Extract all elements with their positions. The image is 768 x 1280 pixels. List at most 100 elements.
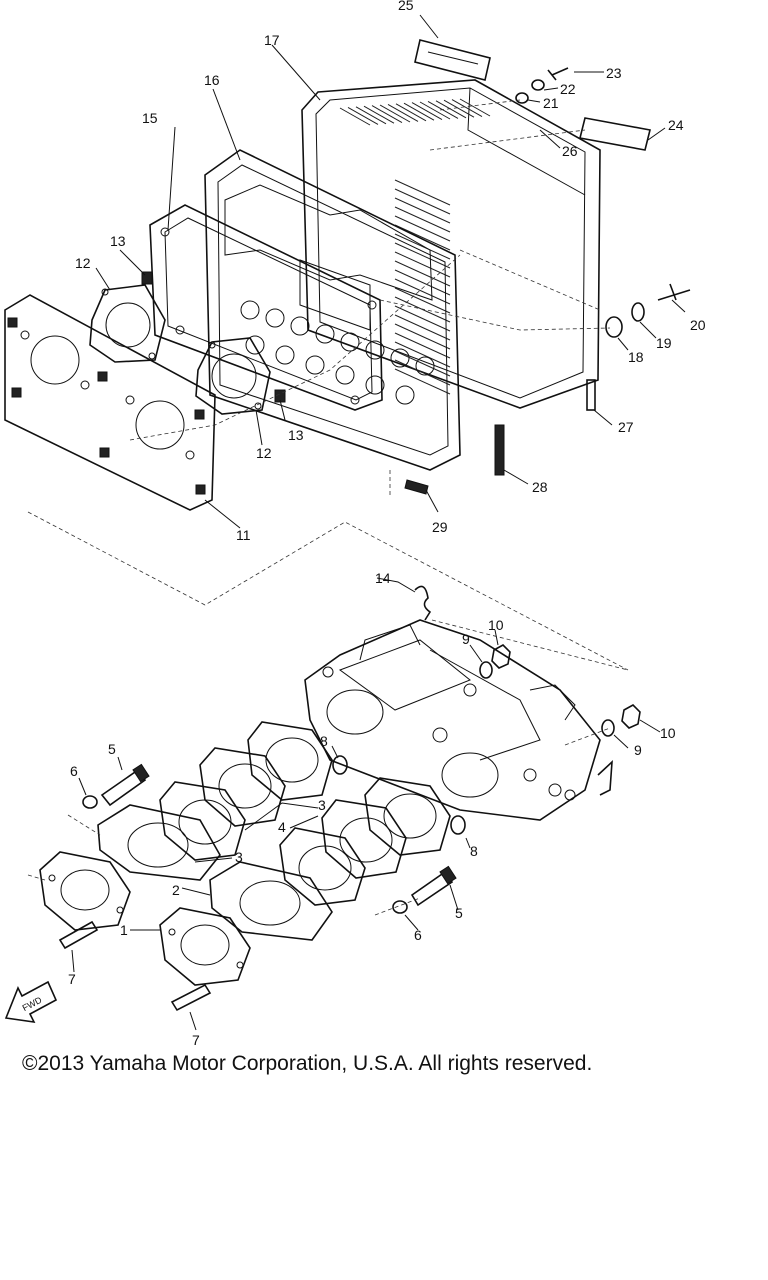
cover-fin <box>394 314 451 341</box>
collar-8-right <box>450 815 466 835</box>
cover-fin <box>394 260 451 287</box>
carburetor-assembly <box>304 619 613 821</box>
cover-fin <box>355 106 387 125</box>
carburetor-joint-2-right <box>209 861 333 941</box>
case-gasket <box>149 204 383 411</box>
label-29: 29 <box>432 519 448 535</box>
label-3-lower: 3 <box>235 849 243 865</box>
label-27: 27 <box>618 419 634 435</box>
label-18: 18 <box>628 349 644 365</box>
label-16: 16 <box>204 72 220 88</box>
cover-fin <box>394 332 451 359</box>
label-24 <box>579 117 651 151</box>
intake-base-plate <box>4 294 216 511</box>
joint-gasket-lower <box>195 337 271 415</box>
label-20: 20 <box>690 317 706 333</box>
label-12-upper: 12 <box>75 255 91 271</box>
bolt-20 <box>657 283 691 301</box>
air-case-plate <box>204 149 461 471</box>
cover-fin <box>394 197 451 224</box>
air-box-cover <box>301 79 601 409</box>
cover-fin <box>394 242 451 269</box>
cover-fin <box>394 341 451 368</box>
cover-fin <box>395 103 427 122</box>
cover-fin <box>394 215 451 242</box>
cover-fin <box>394 206 451 233</box>
filter-element-28 <box>494 424 505 476</box>
label-19: 19 <box>656 335 672 351</box>
cover-fin <box>443 99 475 118</box>
label-10-lower: 10 <box>660 725 676 741</box>
cover-fin <box>411 102 443 121</box>
label-13-upper: 13 <box>110 233 126 249</box>
collar-18 <box>605 316 623 338</box>
label-7-upper: 7 <box>68 971 76 987</box>
washer-9-upper <box>479 661 493 679</box>
label-10-upper: 10 <box>488 617 504 633</box>
label-3-upper: 3 <box>318 797 326 813</box>
label-11: 11 <box>236 527 251 543</box>
washer-6-left <box>82 795 98 809</box>
cover-fin <box>394 233 451 260</box>
washer-6-right <box>392 900 408 914</box>
label-21: 21 <box>543 95 559 111</box>
screw-23 <box>547 67 569 81</box>
carburetor-joint-2-left <box>97 804 221 881</box>
label-17: 17 <box>264 32 280 48</box>
label-1: 1 <box>120 922 128 938</box>
label-6-upper: 6 <box>70 763 78 779</box>
label-5-lower: 5 <box>455 905 463 921</box>
cover-fin <box>371 105 403 124</box>
cover-fin <box>394 287 451 314</box>
label-12-lower: 12 <box>256 445 272 461</box>
cover-fin <box>419 101 451 120</box>
cover-fins-side <box>394 179 451 395</box>
cover-fin <box>394 305 451 332</box>
cover-fins-top <box>339 98 491 126</box>
label-28: 28 <box>532 479 548 495</box>
cover-fin <box>339 107 371 126</box>
exploded-parts-diagram: FWD 25 17 23 22 21 16 15 24 26 13 12 20 … <box>4 0 706 1048</box>
cover-fin <box>451 99 483 118</box>
copyright-notice: ©2013 Yamaha Motor Corporation, U.S.A. A… <box>22 1052 593 1075</box>
cover-fin <box>403 102 435 121</box>
nut-10-lower <box>621 704 641 729</box>
part-number-labels: 25 17 23 22 21 16 15 24 26 13 12 20 19 1… <box>68 0 706 1048</box>
joint-gasket-4-left <box>159 781 246 861</box>
carburetor-joint-1-left <box>39 851 131 931</box>
cover-fin <box>394 278 451 305</box>
cover-fin <box>394 179 451 206</box>
fwd-arrow-icon: FWD <box>4 980 58 1024</box>
leader-lines-lower <box>71 577 661 1031</box>
cover-fin <box>347 106 379 125</box>
washer-22 <box>531 79 545 91</box>
label-5-upper: 5 <box>108 741 116 757</box>
nut-10-upper <box>491 644 511 669</box>
cover-fin <box>394 188 451 215</box>
label-26: 26 <box>562 143 578 159</box>
washer-19 <box>631 302 645 322</box>
label-6-lower: 6 <box>414 927 422 943</box>
label-27 <box>586 379 596 411</box>
collar-8-left <box>332 755 348 775</box>
cover-fin <box>459 98 491 117</box>
cover-fin <box>394 359 451 386</box>
cover-fin <box>394 368 451 395</box>
label-4: 4 <box>278 819 286 835</box>
bolt-5-left <box>100 763 150 807</box>
joint-gasket-3-farright <box>321 799 407 879</box>
cover-fin <box>387 103 419 122</box>
label-8-upper: 8 <box>320 733 328 749</box>
label-7-lower: 7 <box>192 1032 200 1048</box>
carburetor-joint-1-right <box>159 907 251 986</box>
cover-fin <box>394 251 451 278</box>
dashed-guide-lines-upper <box>27 99 629 671</box>
joint-gasket-3-left <box>199 747 286 827</box>
joint-gasket-4-right <box>279 827 366 906</box>
dashed-guide-lines-lower <box>27 619 629 916</box>
fwd-arrow-text: FWD <box>21 994 44 1013</box>
joint-gasket-3-right <box>364 777 451 856</box>
label-2: 2 <box>172 882 180 898</box>
cover-fin <box>394 350 451 377</box>
label-8-lower: 8 <box>470 843 478 859</box>
